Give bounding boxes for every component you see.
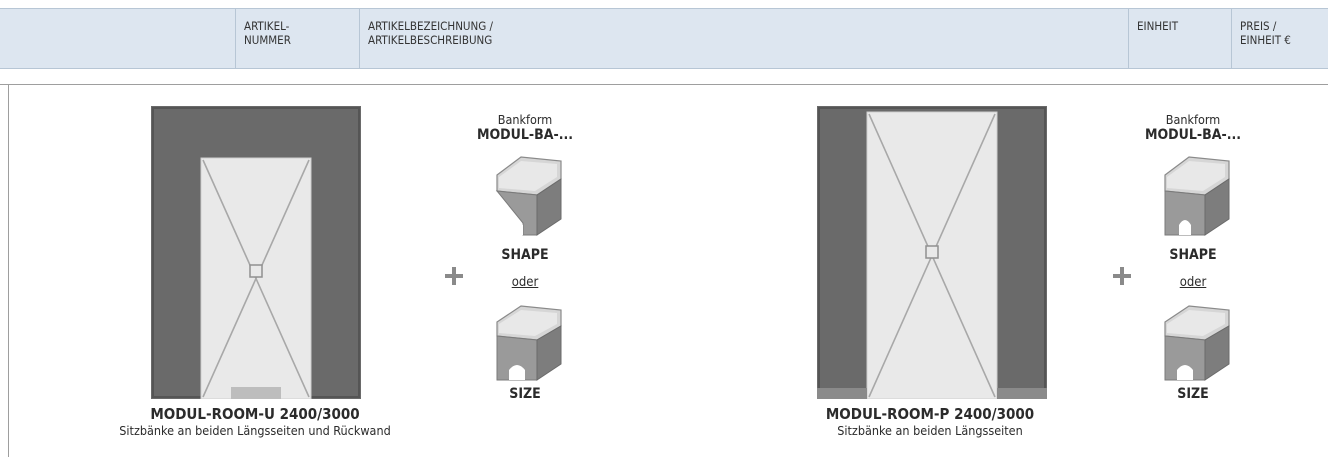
bench-separator: oder: [511, 275, 539, 290]
header-artikelnummer-line1: ARTIKEL-: [244, 19, 290, 33]
header-col-artikelnummer: ARTIKEL- NUMMER: [235, 9, 359, 68]
room-u-subtitle: Sitzbänke an beiden Längsseiten und Rück…: [119, 423, 391, 438]
bench-option-shape: SHAPE: [501, 247, 549, 263]
bench-shape-icon: [1164, 156, 1230, 236]
plus-icon: [1113, 267, 1131, 285]
header-bezeichnung-line1: ARTIKELBEZEICHNUNG /: [368, 19, 494, 33]
room-p-plan-image: [817, 106, 1047, 399]
room-p-bench-options: Bankform MODUL-BA-... SHAPE oder SIZE: [1128, 112, 1258, 402]
bench-model: MODUL-BA-...: [476, 127, 574, 143]
header-einheit: EINHEIT: [1137, 19, 1179, 33]
room-p-subtitle: Sitzbänke an beiden Längsseiten: [837, 423, 1023, 438]
room-u-bench-options: Bankform MODUL-BA-... SHAPE oder SIZE: [460, 112, 590, 402]
header-col-preis: PREIS / EINHEIT €: [1231, 9, 1328, 68]
bench-option-size: SIZE: [509, 386, 541, 402]
bench-option-size: SIZE: [1177, 386, 1209, 402]
room-u-title: MODUL-ROOM-U 2400/3000: [150, 405, 360, 423]
bench-label: Bankform: [497, 112, 553, 127]
bench-size-icon: [496, 305, 562, 381]
bench-shape-icon: [495, 156, 562, 236]
header-preis-line1: PREIS /: [1240, 19, 1277, 33]
room-p-caption: MODUL-ROOM-P 2400/3000 Sitzbänke an beid…: [745, 405, 1115, 439]
room-u-caption: MODUL-ROOM-U 2400/3000 Sitzbänke an beid…: [70, 405, 440, 439]
room-u-plan-image: [151, 106, 361, 399]
table-header: ARTIKEL- NUMMER ARTIKELBEZEICHNUNG / ART…: [0, 8, 1328, 69]
plus-icon: [445, 267, 463, 285]
bench-model: MODUL-BA-...: [1144, 127, 1242, 143]
room-p-title: MODUL-ROOM-P 2400/3000: [825, 405, 1035, 423]
header-col-einheit: EINHEIT: [1128, 9, 1231, 68]
panel-left-border: [8, 84, 9, 457]
header-preis-line2: EINHEIT €: [1240, 33, 1291, 47]
bench-label: Bankform: [1165, 112, 1221, 127]
bench-size-icon: [1164, 305, 1230, 381]
header-artikelnummer-line2: NUMMER: [244, 33, 291, 47]
bench-option-shape: SHAPE: [1169, 247, 1217, 263]
product-panel: [0, 84, 1328, 457]
bench-separator: oder: [1179, 275, 1207, 290]
header-bezeichnung-line2: ARTIKELBESCHREIBUNG: [368, 33, 493, 47]
header-col-bezeichnung: ARTIKELBEZEICHNUNG / ARTIKELBESCHREIBUNG: [359, 9, 1128, 68]
